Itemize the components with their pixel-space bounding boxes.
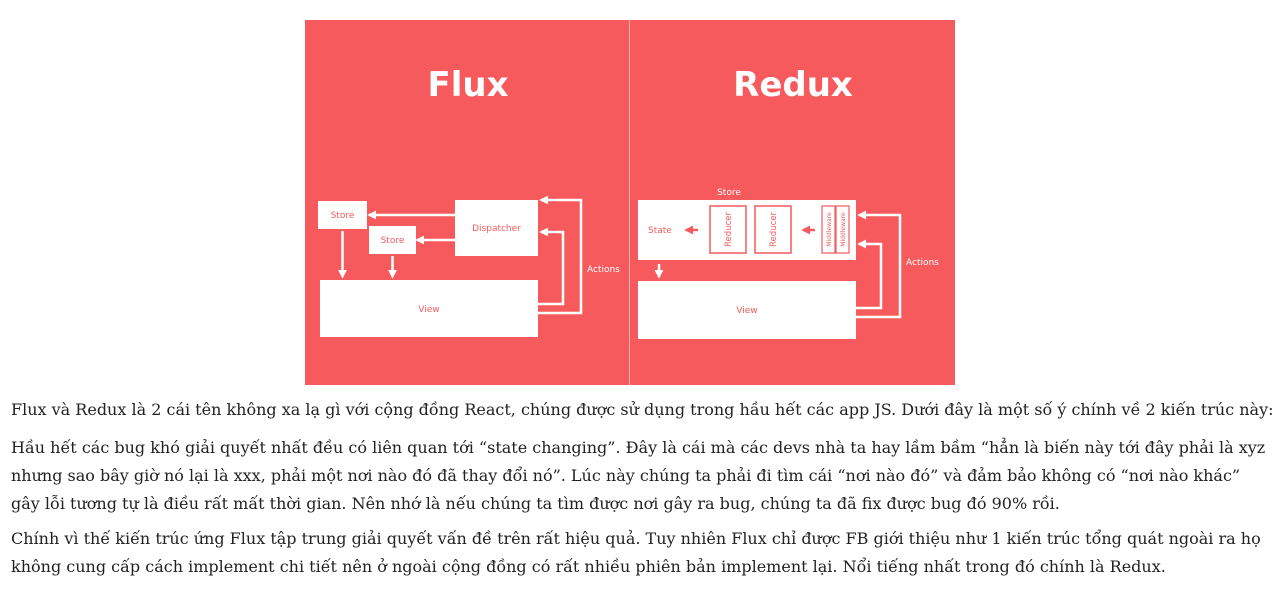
- paragraph-state-changing: Hầu hết các bug khó giải quyết nhất đều …: [11, 434, 1266, 518]
- arrow-flux-actions-loop-outer: [538, 195, 583, 315]
- paragraph-line: nhưng sao bây giờ nó lại là xxx, phải mộ…: [11, 466, 1241, 485]
- redux-reducer-label-1: Reducer: [724, 212, 734, 247]
- redux-middleware-label-1: Middleware: [826, 212, 833, 247]
- flux-store-label-1: Store: [331, 211, 355, 221]
- flux-arrows: [338, 195, 583, 315]
- redux-view-box: [638, 281, 856, 339]
- image-caption: Flux và Redux là 2 cái tên không xa lạ g…: [11, 400, 1274, 419]
- flux-actions-label: Actions: [587, 265, 620, 275]
- paragraph-line: Chính vì thế kiến trúc ứng Flux tập trun…: [11, 529, 1261, 548]
- redux-panel: Redux Store State Reducer Reducer Middle…: [638, 65, 939, 339]
- redux-reducer-box-1: [709, 205, 747, 254]
- redux-middleware-box-2: [835, 205, 850, 254]
- flux-vs-redux-diagram: Flux Store Store Dispatcher View Actions…: [305, 20, 955, 385]
- redux-title: Redux: [733, 65, 853, 105]
- redux-middleware-box-1: [821, 205, 836, 254]
- flux-view-box: [320, 280, 538, 337]
- redux-actions-label: Actions: [906, 258, 939, 268]
- arrow-redux-actions-loop-outer: [856, 210, 902, 319]
- arrow-redux-actions-loop-inner: [856, 239, 883, 310]
- redux-state-label: State: [648, 226, 672, 236]
- paragraph-line: Hầu hết các bug khó giải quyết nhất đều …: [11, 438, 1266, 457]
- arrow-flux-actions-loop-inner: [538, 227, 565, 306]
- redux-middleware-label-2: Middleware: [840, 212, 847, 247]
- flux-store-box-2: [369, 226, 416, 254]
- redux-reducer-label-2: Reducer: [769, 212, 779, 247]
- paragraph-line: gây lỗi tương tự là điều rất mất thời gi…: [11, 494, 1060, 513]
- paragraph-flux-redux: Chính vì thế kiến trúc ứng Flux tập trun…: [11, 525, 1261, 581]
- flux-dispatcher-label: Dispatcher: [472, 224, 521, 234]
- paragraph-line: không cung cấp cách implement chi tiết n…: [11, 557, 1166, 576]
- flux-store-box-1: [318, 201, 367, 229]
- redux-reducer-box-2: [754, 205, 792, 254]
- redux-store-title: Store: [717, 188, 741, 198]
- flux-dispatcher-box: [455, 200, 538, 256]
- flux-title: Flux: [427, 65, 508, 105]
- flux-panel: Flux Store Store Dispatcher View Actions: [318, 65, 620, 337]
- redux-arrows: [654, 210, 902, 319]
- redux-store-box: [638, 200, 856, 260]
- flux-view-label: View: [418, 305, 439, 315]
- flux-store-label-2: Store: [381, 236, 405, 246]
- redux-view-label: View: [736, 306, 757, 316]
